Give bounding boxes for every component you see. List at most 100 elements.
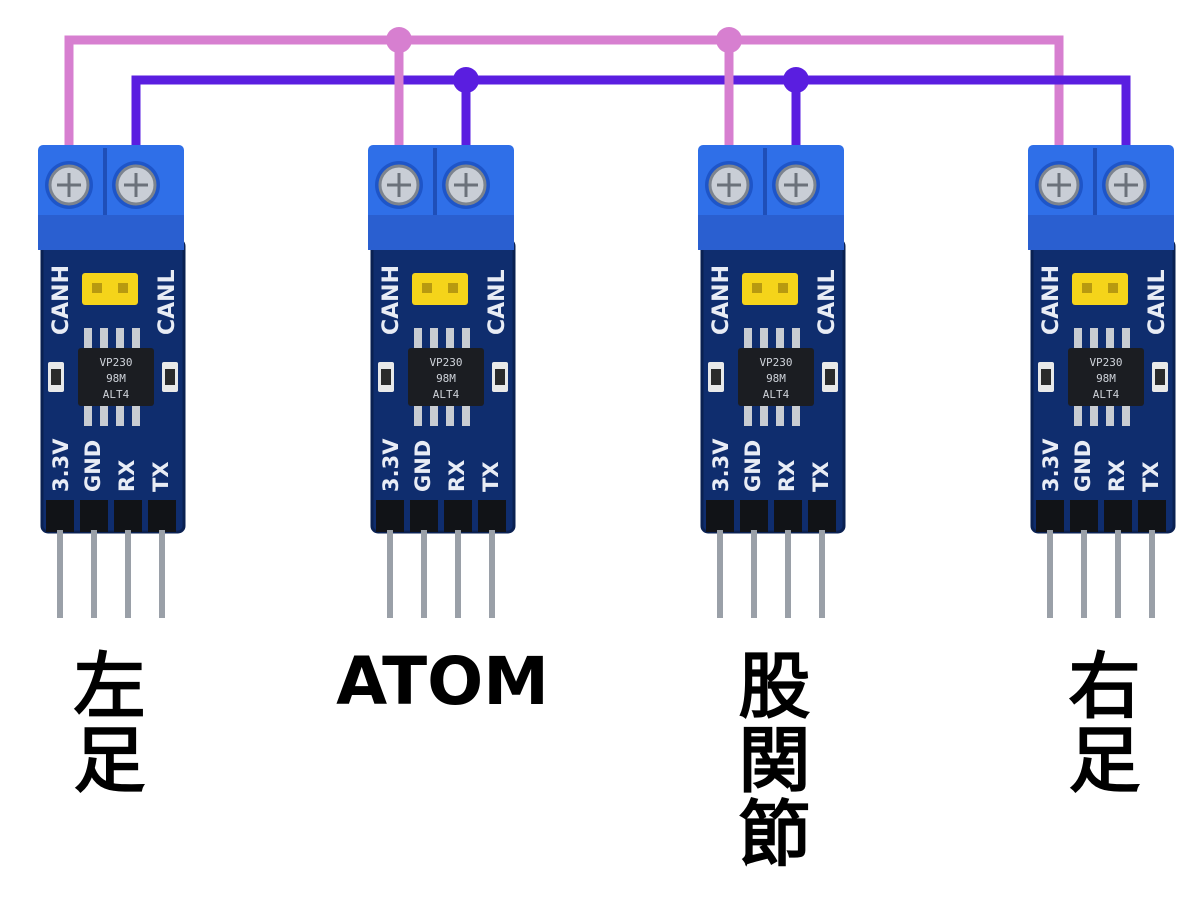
chip-marking: ALT4 <box>433 388 460 401</box>
chip-leg <box>1122 402 1130 426</box>
header-pin-housing <box>376 500 404 532</box>
canl-silkscreen: CANL <box>1145 269 1170 335</box>
chip-leg <box>430 328 438 352</box>
chip-marking: 98M <box>106 372 126 385</box>
chip-leg <box>792 328 800 352</box>
header-pin-housing <box>706 500 734 532</box>
header-pin-housing <box>1138 500 1166 532</box>
jumper-block <box>412 273 468 305</box>
chip-marking: 98M <box>436 372 456 385</box>
label-right-foot: 右足 <box>1056 648 1140 796</box>
chip-leg <box>462 402 470 426</box>
chip-leg <box>792 402 800 426</box>
chip-leg <box>414 402 422 426</box>
pin-label-rx: RX <box>115 460 139 492</box>
canl-junction-dot <box>783 67 809 93</box>
transceiver-chip <box>738 348 814 406</box>
canh-silkscreen: CANH <box>49 265 74 335</box>
chip-leg <box>132 328 140 352</box>
jumper-pin <box>1108 283 1118 293</box>
pin-label-tx: TX <box>479 461 503 492</box>
canl-silkscreen: CANL <box>485 269 510 335</box>
chip-leg <box>116 328 124 352</box>
jumper-pin <box>1082 283 1092 293</box>
pin-label-gnd: GND <box>1071 440 1095 492</box>
chip-marking: VP230 <box>99 356 132 369</box>
header-pin <box>91 530 97 618</box>
chip-leg <box>1074 402 1082 426</box>
canl-bus-wire <box>131 75 1131 150</box>
header-pin <box>819 530 825 618</box>
chip-leg <box>462 328 470 352</box>
canh-silkscreen: CANH <box>709 265 734 335</box>
smd-resistor-body <box>711 369 721 385</box>
chip-marking: 98M <box>1096 372 1116 385</box>
header-pin <box>387 530 393 618</box>
header-pin <box>125 530 131 618</box>
pin-label-tx: TX <box>1139 461 1163 492</box>
jumper-pin <box>448 283 458 293</box>
canl-silkscreen: CANL <box>815 269 840 335</box>
terminal-block-base <box>1028 215 1174 250</box>
header-pin <box>489 530 495 618</box>
smd-resistor-body <box>381 369 391 385</box>
smd-resistor-body <box>825 369 835 385</box>
canl-silkscreen: CANL <box>155 269 180 335</box>
canh-silkscreen: CANH <box>1039 265 1064 335</box>
header-pin-housing <box>1036 500 1064 532</box>
header-pin-housing <box>1104 500 1132 532</box>
chip-leg <box>446 402 454 426</box>
canh-junction-dot <box>716 27 742 53</box>
label-atom: ATOM <box>336 643 549 720</box>
chip-marking: VP230 <box>1089 356 1122 369</box>
chip-marking: ALT4 <box>1093 388 1120 401</box>
chip-leg <box>1090 328 1098 352</box>
canh-junction-dot <box>386 27 412 53</box>
chip-leg <box>414 328 422 352</box>
chip-leg <box>1106 328 1114 352</box>
jumper-block <box>82 273 138 305</box>
header-pin-housing <box>444 500 472 532</box>
chip-marking: ALT4 <box>103 388 130 401</box>
header-pin-housing <box>808 500 836 532</box>
bus-wires <box>64 27 1131 150</box>
label-hip-joint: 股関節 <box>726 648 810 870</box>
header-pin <box>1047 530 1053 618</box>
chip-leg <box>84 402 92 426</box>
label-left-foot: 左足 <box>61 648 145 796</box>
chip-leg <box>132 402 140 426</box>
canh-silkscreen: CANH <box>379 265 404 335</box>
canh-bus-wire <box>64 35 1064 150</box>
header-pin <box>159 530 165 618</box>
chip-leg <box>84 328 92 352</box>
chip-leg <box>1122 328 1130 352</box>
chip-marking: VP230 <box>429 356 462 369</box>
pin-label-3v3: 3.3V <box>1039 438 1063 492</box>
header-pin-housing <box>410 500 438 532</box>
jumper-pin <box>778 283 788 293</box>
chip-marking: VP230 <box>759 356 792 369</box>
header-pin <box>1149 530 1155 618</box>
pin-label-rx: RX <box>445 460 469 492</box>
pin-label-gnd: GND <box>81 440 105 492</box>
header-pin-housing <box>1070 500 1098 532</box>
chip-leg <box>776 402 784 426</box>
header-pin <box>1081 530 1087 618</box>
header-pin-housing <box>46 500 74 532</box>
chip-leg <box>1074 328 1082 352</box>
header-pin <box>785 530 791 618</box>
pin-label-rx: RX <box>775 460 799 492</box>
chip-marking: 98M <box>766 372 786 385</box>
chip-leg <box>1106 402 1114 426</box>
pin-label-tx: TX <box>809 461 833 492</box>
header-pin <box>421 530 427 618</box>
transceiver-chip <box>78 348 154 406</box>
chip-leg <box>776 328 784 352</box>
header-pin <box>717 530 723 618</box>
transceiver-chip <box>1068 348 1144 406</box>
